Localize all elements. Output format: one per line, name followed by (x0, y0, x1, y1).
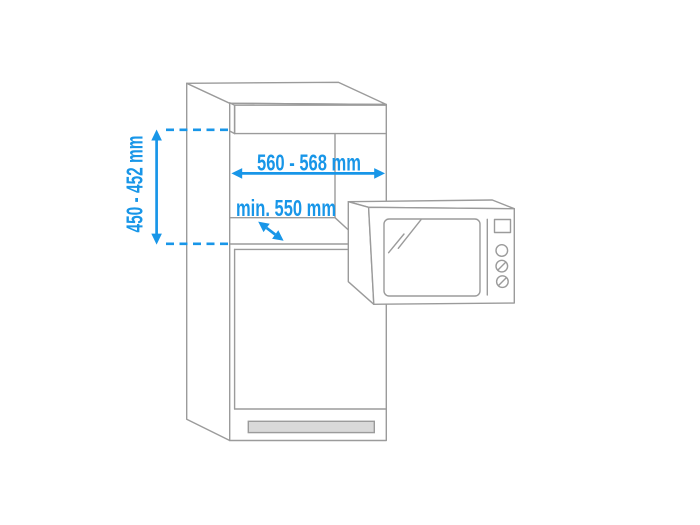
niche-width-arrow (231, 168, 385, 179)
niche-height-dimension: 450 - 452 mm (122, 128, 230, 246)
niche-height-arrow (151, 129, 162, 245)
control-knob-2 (495, 275, 509, 289)
display-screen (493, 218, 512, 234)
cabinet-side-panel (185, 82, 231, 442)
niche-width-label: 560 - 568 mm (257, 150, 361, 176)
niche-height-label: 450 - 452 mm (122, 136, 148, 233)
niche-width-dimension: 560 - 568 mm (231, 150, 385, 179)
niche-floor-side-edge (334, 216, 351, 232)
cabinet-plinth (247, 420, 376, 434)
microwave-front-panel (367, 206, 515, 305)
dimension-annotations: 450 - 452 mm 560 - 568 mm min. 550 mm (122, 128, 385, 246)
glass-reflection (387, 218, 422, 254)
cabinet-front (228, 102, 387, 442)
cabinet-door (233, 248, 387, 410)
vent-grille (247, 420, 376, 434)
niche-depth-label: min. 550 mm (236, 195, 336, 221)
cabinet-drawing (185, 81, 387, 442)
niche-depth-dimension: min. 550 mm (236, 195, 336, 241)
niche-depth-arrow (258, 221, 284, 241)
top-band-side-sliver (228, 102, 236, 135)
control-knob-1 (495, 259, 509, 273)
microwave-drawing (347, 199, 515, 305)
control-button (495, 243, 509, 257)
cabinet-top-drawer-front (228, 102, 387, 135)
microwave-door-window (383, 218, 481, 297)
